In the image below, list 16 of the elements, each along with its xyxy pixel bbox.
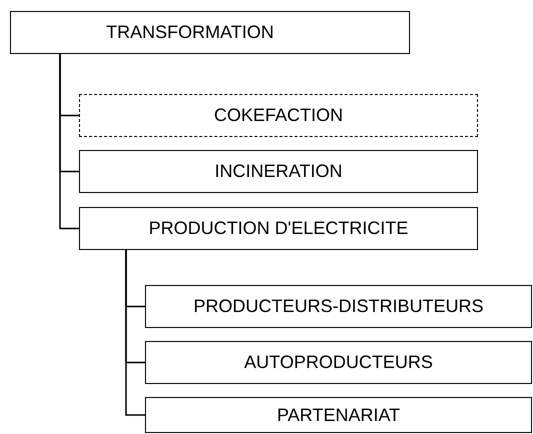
category-box — [10, 11, 410, 54]
box-label: COKEFACTION — [214, 105, 343, 126]
category-box — [79, 94, 478, 137]
category-box — [145, 285, 532, 328]
connector-line — [125, 250, 145, 416]
box-label: INCINERATION — [214, 161, 342, 182]
box-label: TRANSFORMATION — [106, 22, 274, 43]
box-label: PARTENARIAT — [276, 404, 400, 426]
box-label: PRODUCTION D'ELECTRICITE — [148, 218, 408, 239]
category-box — [145, 341, 532, 384]
category-box — [79, 150, 478, 193]
connector-line — [59, 54, 79, 230]
category-box — [79, 207, 478, 250]
box-label: AUTOPRODUCTEURS — [244, 352, 433, 373]
category-box — [145, 397, 532, 433]
box-label: PRODUCTEURS-DISTRIBUTEURS — [193, 296, 484, 317]
